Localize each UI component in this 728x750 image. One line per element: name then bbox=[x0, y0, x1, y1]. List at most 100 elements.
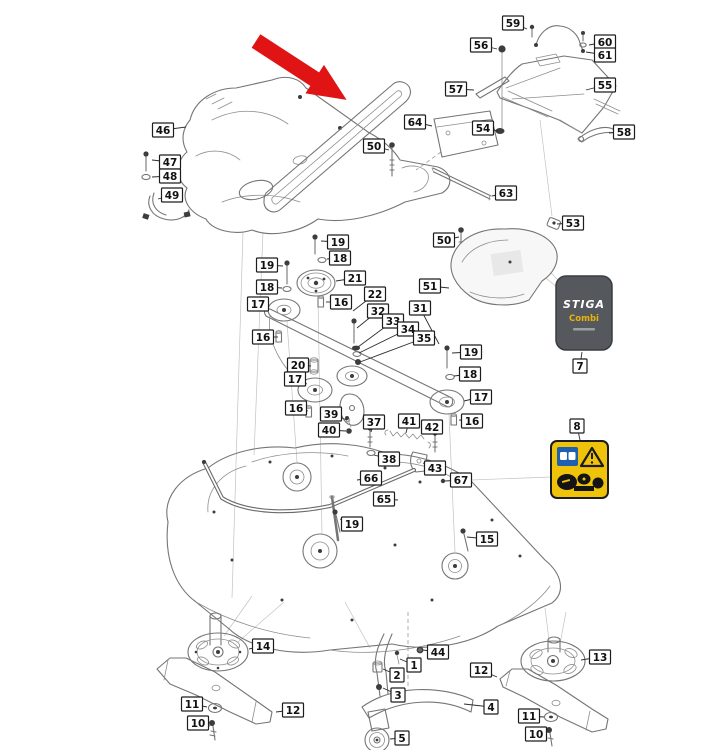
drive-belt-loop bbox=[263, 81, 412, 213]
svg-text:33: 33 bbox=[386, 316, 401, 328]
bolt-19-washer-18-right-of-21 bbox=[312, 234, 327, 264]
stiga-sticker-7: STIGA Combi bbox=[555, 275, 613, 351]
knob-bolt-56 bbox=[498, 45, 506, 129]
callout-15-52: 15 bbox=[466, 531, 499, 547]
callout-43-45: 43 bbox=[422, 460, 447, 476]
svg-text:13: 13 bbox=[593, 652, 608, 664]
warning-exclamation-dot bbox=[590, 461, 594, 464]
blade-hub-13 bbox=[520, 636, 586, 682]
washer-11-left bbox=[207, 702, 223, 714]
svg-text:49: 49 bbox=[165, 190, 180, 202]
svg-text:42: 42 bbox=[425, 422, 440, 434]
svg-text:15: 15 bbox=[480, 534, 495, 546]
callout-13-55: 13 bbox=[580, 649, 612, 665]
red-pointer-arrow bbox=[251, 34, 347, 100]
svg-text:54: 54 bbox=[476, 123, 491, 135]
callout-19-19: 19 bbox=[255, 257, 284, 273]
svg-text:8: 8 bbox=[573, 421, 580, 433]
svg-text:17: 17 bbox=[474, 392, 489, 404]
callout-55-9: 55 bbox=[585, 77, 617, 93]
svg-text:21: 21 bbox=[348, 273, 363, 285]
callout-8-50: 8 bbox=[569, 418, 585, 441]
pin-1 bbox=[394, 650, 400, 665]
callout-47-1: 47 bbox=[151, 154, 182, 170]
callout-39-38: 39 bbox=[319, 406, 348, 422]
blade-12-left bbox=[156, 657, 273, 725]
bolt-19-washer-18-left bbox=[282, 260, 292, 293]
callout-20-33: 20 bbox=[286, 357, 312, 373]
callout-42-42: 42 bbox=[420, 419, 444, 437]
svg-text:12: 12 bbox=[286, 705, 301, 717]
callout-54-11: 54 bbox=[471, 120, 499, 136]
svg-text:31: 31 bbox=[413, 303, 428, 315]
callout-53-15: 53 bbox=[556, 215, 585, 231]
support-strap bbox=[374, 633, 393, 697]
callout-19-51: 19 bbox=[339, 516, 364, 532]
callout-11-63: 11 bbox=[517, 708, 545, 724]
deflector-51 bbox=[450, 228, 558, 306]
callout-18-20: 18 bbox=[255, 279, 283, 295]
callout-12-62: 12 bbox=[275, 702, 305, 718]
stiga-sticker-background bbox=[555, 275, 613, 351]
stiga-brand-text: STIGA bbox=[563, 298, 605, 311]
svg-text:47: 47 bbox=[163, 157, 178, 169]
pulley-17-right bbox=[429, 389, 465, 415]
callout-11-60: 11 bbox=[180, 696, 208, 712]
bolt-39-nut-40 bbox=[345, 416, 352, 434]
bolt-47 bbox=[143, 151, 149, 172]
cable-59 bbox=[529, 24, 587, 53]
deck-bolt-15 bbox=[460, 528, 469, 552]
blade-hub-14 bbox=[187, 612, 249, 672]
callout-66-46: 66 bbox=[356, 470, 383, 486]
svg-text:66: 66 bbox=[364, 473, 379, 485]
bolt-37-washer-38 bbox=[366, 425, 376, 457]
svg-text:63: 63 bbox=[499, 188, 514, 200]
callout-49-3: 49 bbox=[157, 187, 184, 203]
svg-text:17: 17 bbox=[288, 374, 303, 386]
bolt-50-upper bbox=[389, 142, 395, 177]
svg-text:2: 2 bbox=[393, 670, 400, 682]
svg-text:65: 65 bbox=[377, 494, 392, 506]
bolt-10-right bbox=[546, 727, 554, 747]
svg-text:64: 64 bbox=[408, 117, 423, 129]
callout-16-31: 16 bbox=[251, 329, 278, 345]
callout-2-58: 2 bbox=[382, 667, 405, 683]
svg-text:50: 50 bbox=[367, 141, 382, 153]
callout-16-37: 16 bbox=[284, 400, 309, 416]
svg-text:7: 7 bbox=[576, 361, 583, 373]
callout-58-12: 58 bbox=[608, 124, 636, 140]
callout-19-17: 19 bbox=[320, 234, 350, 250]
callout-1-56: 1 bbox=[399, 657, 422, 673]
callout-16-22: 16 bbox=[326, 294, 353, 310]
svg-text:67: 67 bbox=[454, 475, 469, 487]
construction-lines bbox=[223, 119, 567, 688]
svg-text:56: 56 bbox=[474, 40, 489, 52]
callout-21-21: 21 bbox=[335, 270, 367, 286]
stiga-sticker-small-text-line bbox=[573, 328, 595, 331]
pulley-21 bbox=[296, 269, 336, 297]
callout-3-59: 3 bbox=[382, 687, 406, 703]
clamp-49 bbox=[142, 192, 191, 221]
callout-61-7: 61 bbox=[585, 47, 617, 63]
callout-4-61: 4 bbox=[463, 699, 499, 715]
callout-41-40: 41 bbox=[397, 413, 421, 434]
idler-pulley-mid bbox=[336, 365, 368, 387]
spacer-16a bbox=[317, 294, 325, 308]
svg-text:35: 35 bbox=[417, 333, 432, 345]
blade-hazard-icon bbox=[557, 473, 604, 491]
callout-38-44: 38 bbox=[373, 451, 401, 467]
bracket-43 bbox=[410, 451, 428, 473]
washer-11-right bbox=[543, 711, 559, 723]
callout-17-36: 17 bbox=[463, 389, 493, 405]
svg-text:37: 37 bbox=[367, 417, 382, 429]
svg-text:51: 51 bbox=[423, 281, 438, 293]
washer-48 bbox=[141, 173, 151, 181]
svg-text:57: 57 bbox=[449, 84, 464, 96]
svg-text:11: 11 bbox=[185, 699, 200, 711]
svg-text:20: 20 bbox=[291, 360, 306, 372]
callout-35-30: 35 bbox=[359, 330, 436, 363]
svg-text:59: 59 bbox=[506, 18, 521, 30]
spacer-16b bbox=[275, 329, 283, 343]
